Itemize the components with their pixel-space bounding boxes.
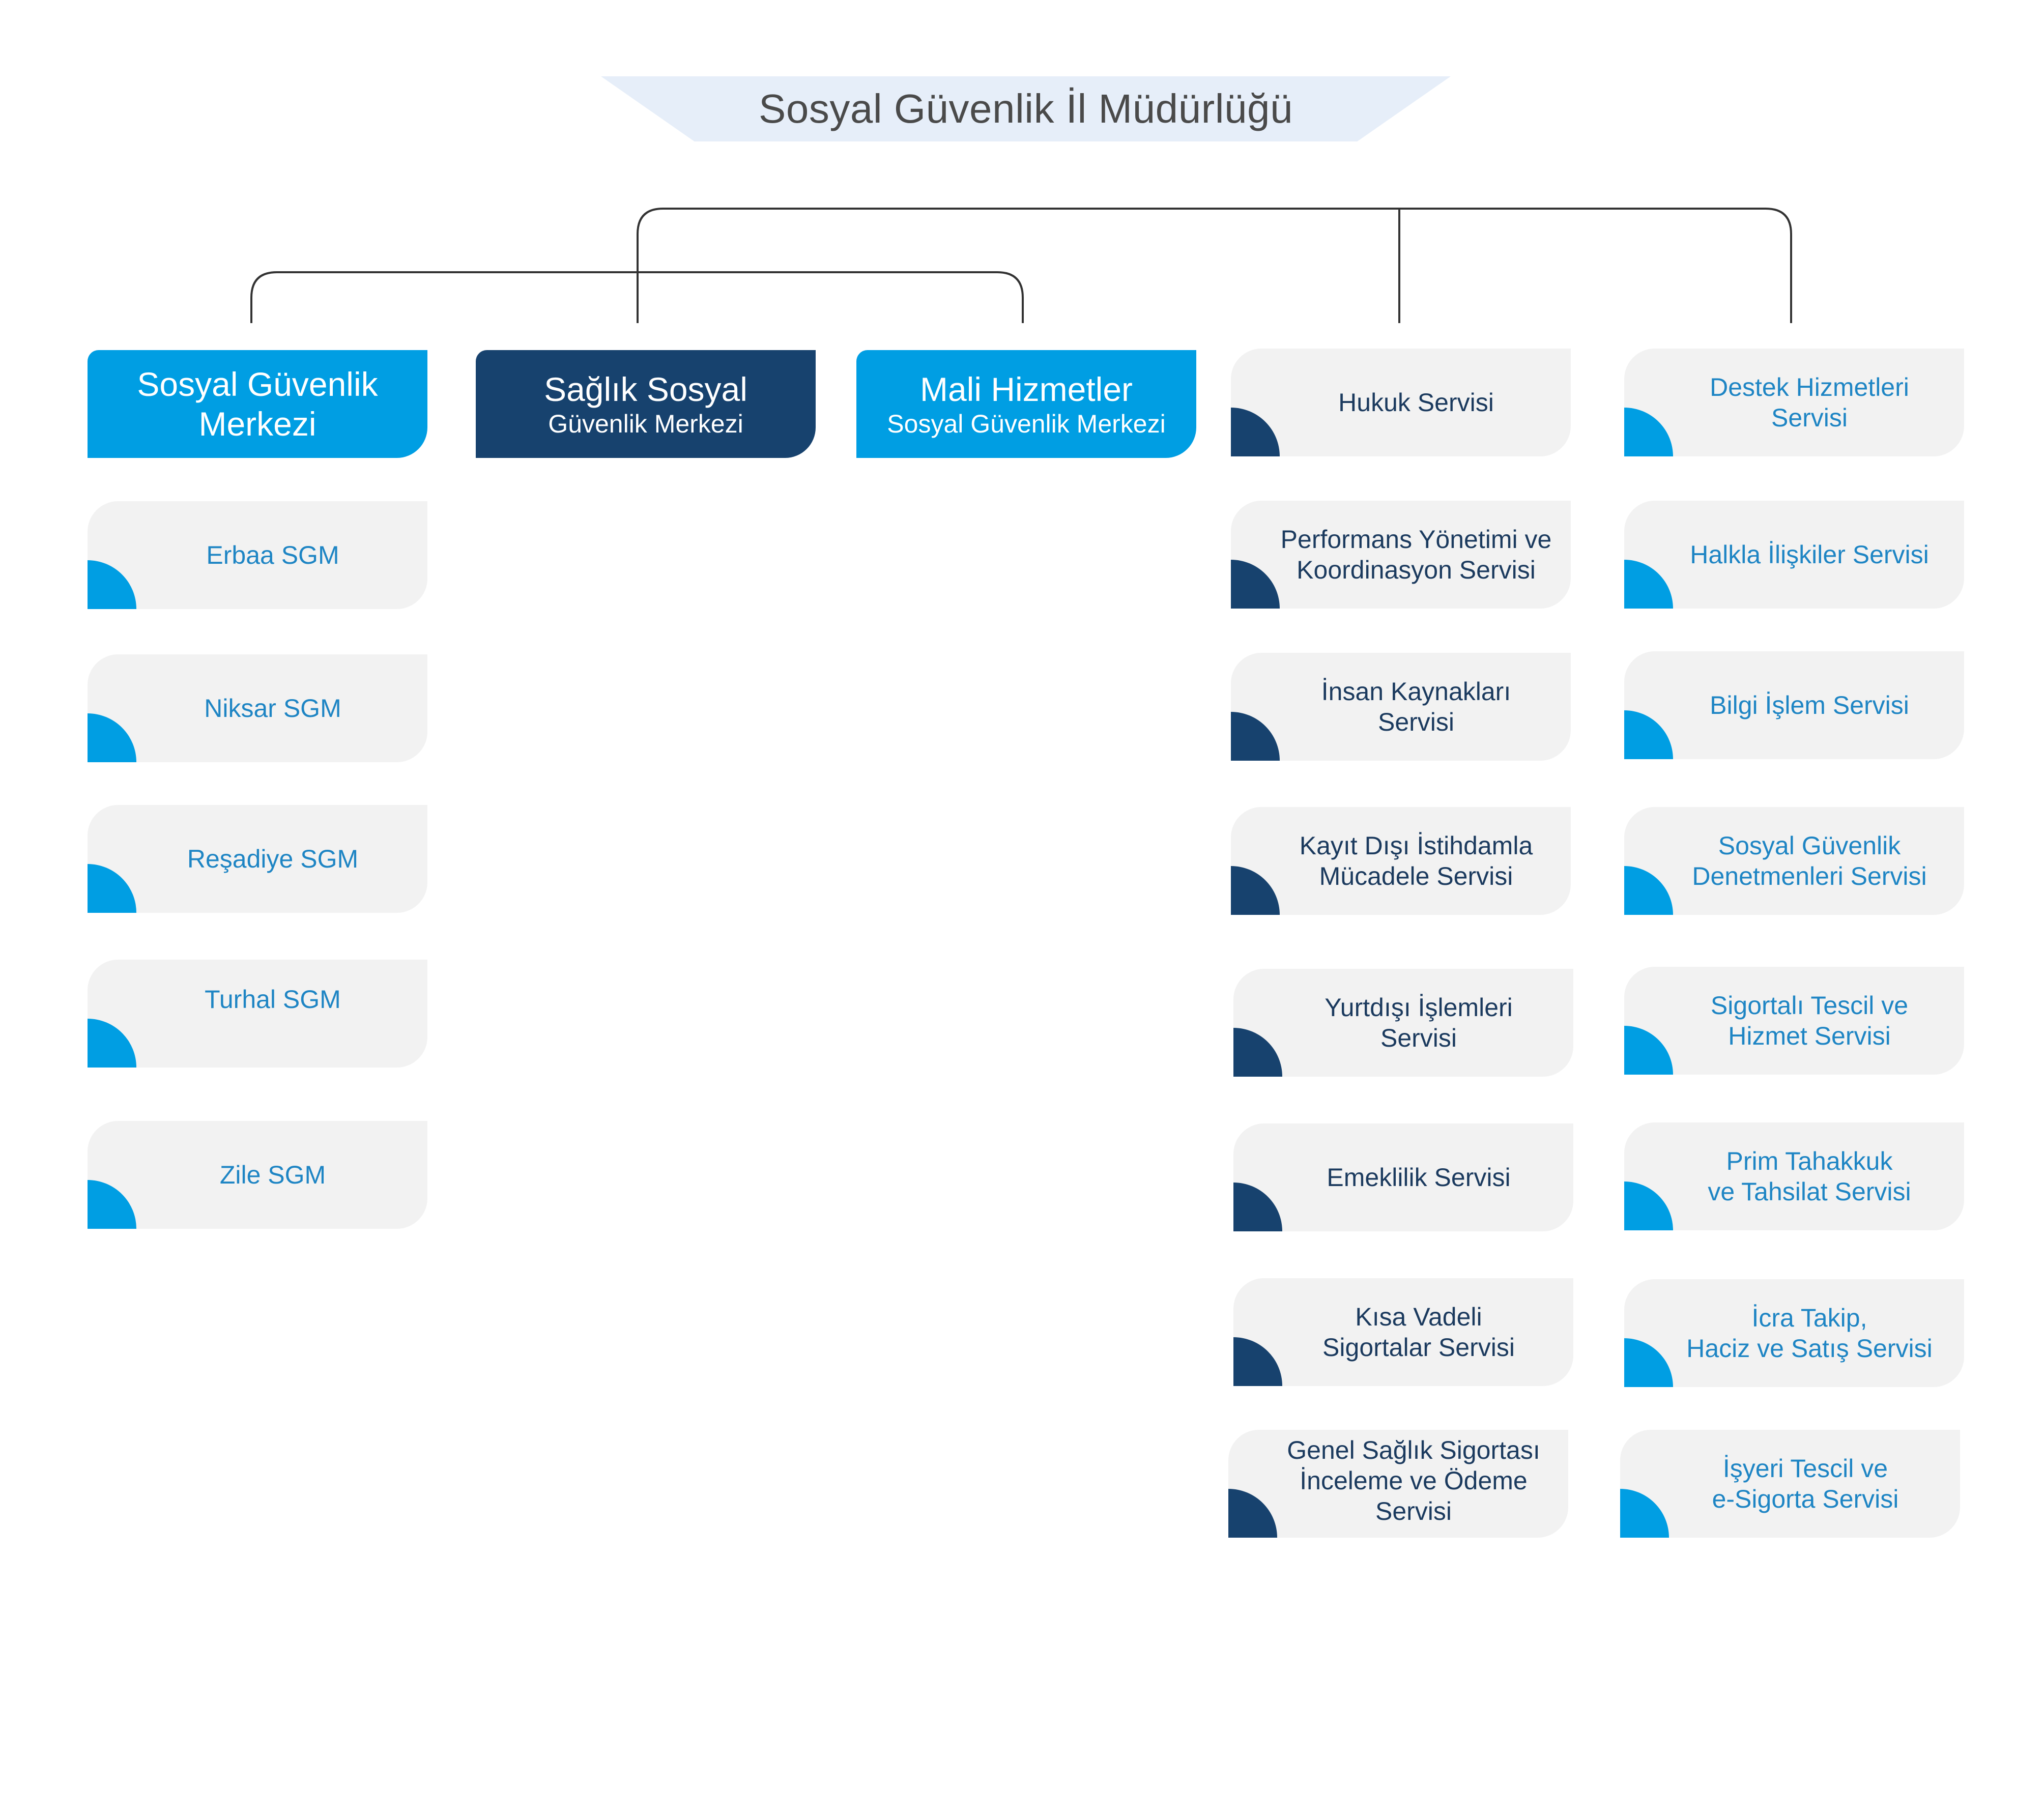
card-label: Niksar SGM [204,694,341,723]
page-title: Sosyal Güvenlik İl Müdürlüğü [758,86,1293,131]
service-card-genel-saglik: Genel Sağlık Sigortası İnceleme ve Ödeme… [1228,1430,1568,1538]
service-card-kayit-disi: Kayıt Dışı İstihdamla Mücadele Servisi [1231,807,1571,915]
header-line2: Merkezi [198,405,316,443]
header-line2: Sosyal Güvenlik Merkezi [887,410,1166,438]
card-label: Emeklilik Servisi [1327,1163,1511,1192]
card-label: Kayıt Dışı İstihdamla Mücadele Servisi [1299,831,1533,890]
service-card-destek: Destek Hizmetleri Servisi [1624,349,1964,456]
service-card-hukuk: Hukuk Servisi [1231,349,1571,456]
service-card-kisa-vadeli: Kısa Vadeli Sigortalar Servisi [1233,1278,1573,1386]
card-label: Kısa Vadeli Sigortalar Servisi [1322,1303,1515,1362]
header-line1: Sosyal Güvenlik [137,365,378,403]
title-banner: Sosyal Güvenlik İl Müdürlüğü [601,76,1451,141]
service-card-isyeri-tescil: İşyeri Tescil ve e-Sigorta Servisi [1620,1430,1960,1538]
header-line2: Güvenlik Merkezi [548,410,743,438]
service-card-denetmenler: Sosyal Güvenlik Denetmenleri Servisi [1624,807,1964,915]
sgm-card-erbaa: Erbaa SGM [88,501,427,609]
service-card-yurtdisi: Yurtdışı İşlemleri Servisi [1233,969,1573,1077]
card-label: İnsan Kaynakları Servisi [1321,677,1511,736]
service-card-halkla-iliskiler: Halkla İlişkiler Servisi [1624,501,1964,609]
card-label: İcra Takip, Haciz ve Satış Servisi [1686,1304,1933,1363]
service-card-sigortali-tescil: Sigortalı Tescil ve Hizmet Servisi [1624,967,1964,1075]
service-card-insan-kaynaklari: İnsan Kaynakları Servisi [1231,653,1571,761]
card-label: Destek Hizmetleri Servisi [1710,373,1909,432]
header-saglik-sosyal-guvenlik-merkezi: Sağlık Sosyal Güvenlik Merkezi [476,350,816,458]
connector-secondary-bus [250,271,1024,323]
card-label: Reşadiye SGM [187,845,359,873]
card-label: İşyeri Tescil ve e-Sigorta Servisi [1712,1454,1899,1513]
card-label: Hukuk Servisi [1338,388,1494,417]
card-label: Sosyal Güvenlik Denetmenleri Servisi [1692,831,1927,890]
header-sosyal-guvenlik-merkezi: Sosyal Güvenlik Merkezi [88,350,427,458]
header-line1: Mali Hizmetler [919,370,1133,408]
card-label: Halkla İlişkiler Servisi [1690,540,1929,569]
card-label: Erbaa SGM [206,541,339,569]
header-line1: Sağlık Sosyal [544,370,747,408]
service-card-performans: Performans Yönetimi ve Koordinasyon Serv… [1231,501,1571,609]
service-card-bilgi-islem: Bilgi İşlem Servisi [1624,651,1964,759]
service-card-icra-takip: İcra Takip, Haciz ve Satış Servisi [1624,1279,1964,1387]
card-label: Prim Tahakkuk ve Tahsilat Servisi [1708,1147,1911,1206]
sgm-card-zile: Zile SGM [88,1121,427,1229]
card-label: Turhal SGM [205,985,341,1014]
card-label: Zile SGM [219,1161,326,1189]
sgm-card-turhal: Turhal SGM [88,960,427,1068]
card-label: Genel Sağlık Sigortası İnceleme ve Ödeme… [1287,1436,1540,1525]
card-label: Yurtdışı İşlemleri Servisi [1325,993,1513,1052]
header-mali-hizmetler-sgm: Mali Hizmetler Sosyal Güvenlik Merkezi [856,350,1196,458]
sgm-card-niksar: Niksar SGM [88,654,427,762]
connector-main-bus [637,208,1792,323]
card-label: Performans Yönetimi ve Koordinasyon Serv… [1280,525,1552,584]
card-label: Bilgi İşlem Servisi [1710,691,1909,719]
service-card-prim-tahakkuk: Prim Tahakkuk ve Tahsilat Servisi [1624,1122,1964,1230]
service-card-emeklilik: Emeklilik Servisi [1233,1123,1573,1231]
sgm-card-resadiye: Reşadiye SGM [88,805,427,913]
card-label: Sigortalı Tescil ve Hizmet Servisi [1710,991,1909,1050]
